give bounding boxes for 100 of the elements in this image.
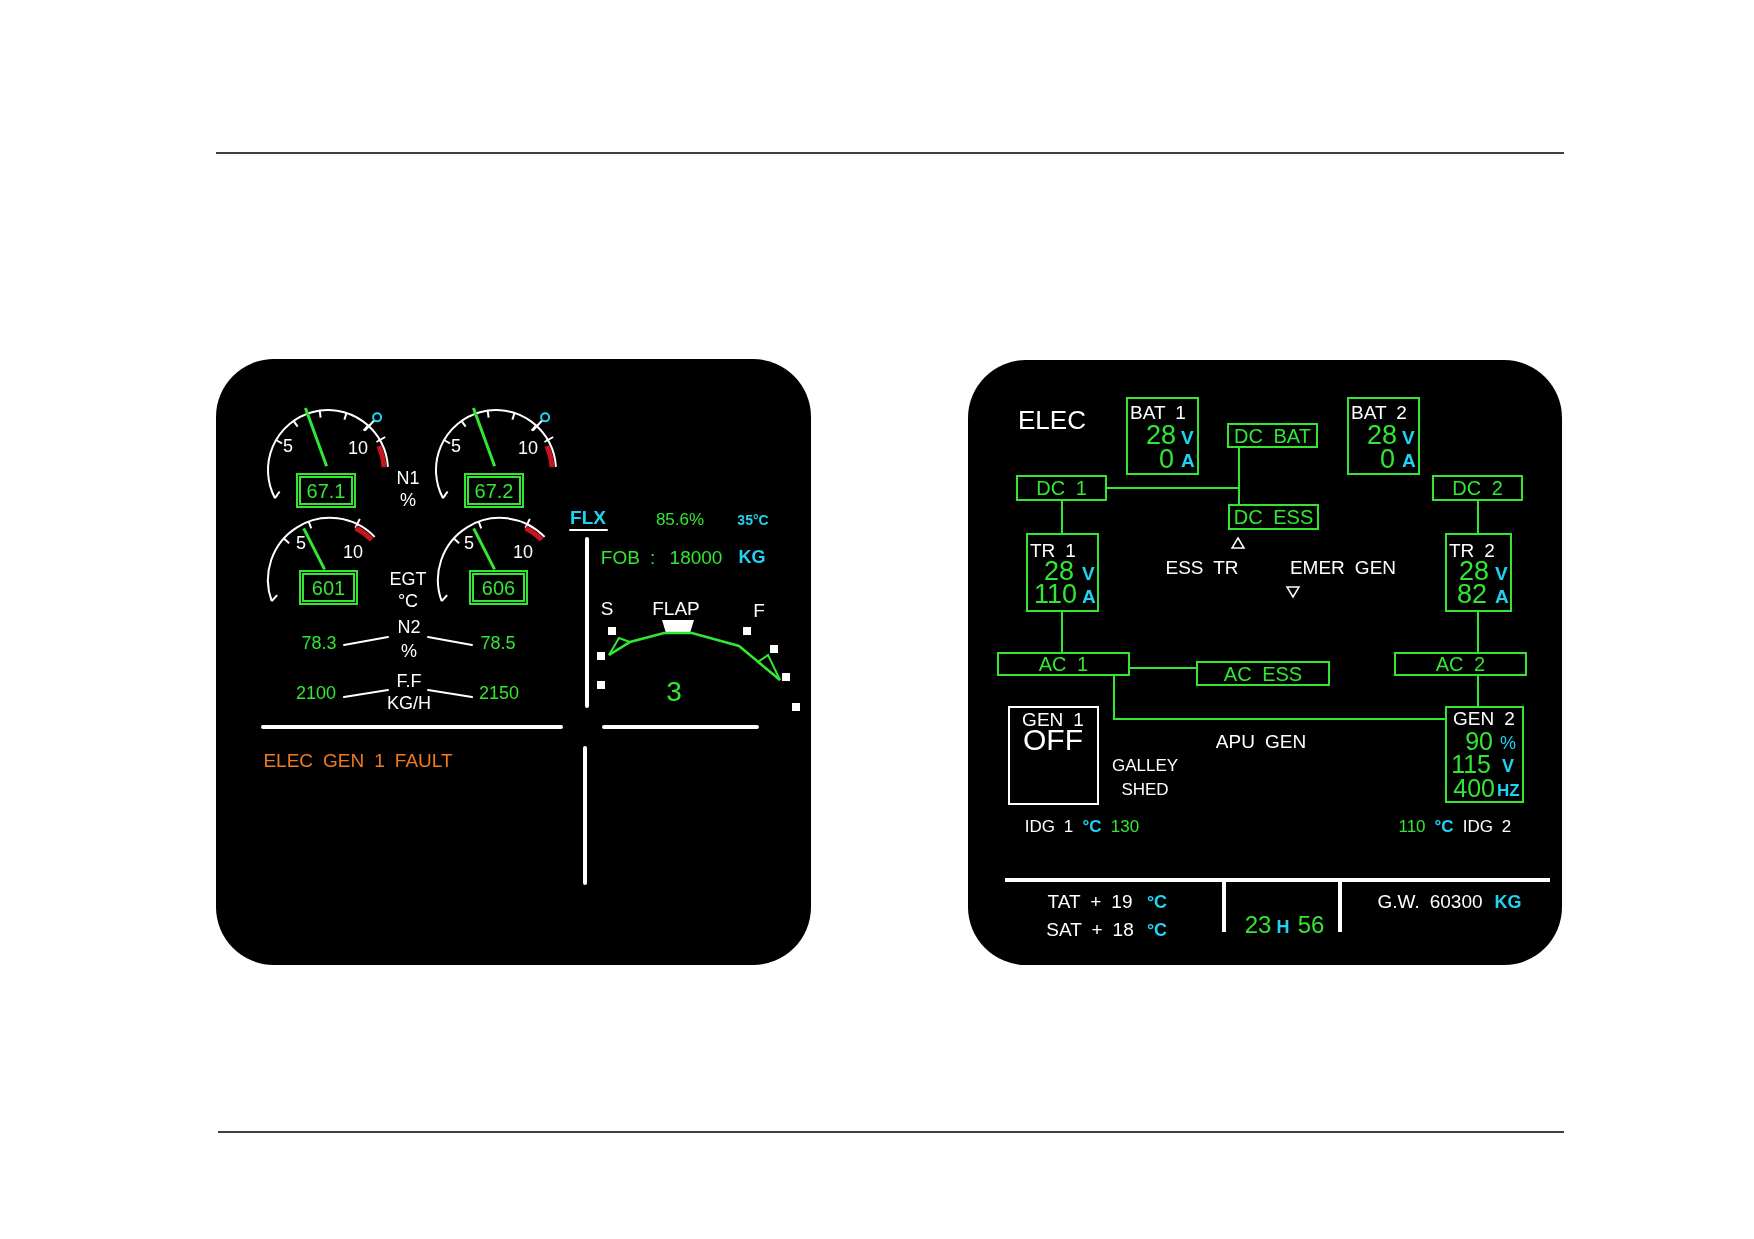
unit-label: °C (397, 592, 419, 610)
bus-line (1061, 611, 1063, 653)
weight-readout: G.W. 60300 (1377, 891, 1483, 911)
bus-label: DC 1 (1036, 478, 1087, 498)
unit-label: KG/H (387, 694, 431, 712)
unit-label: V (1082, 563, 1095, 583)
value-readout: 115 (1451, 751, 1491, 777)
unit-label: V (1502, 757, 1514, 775)
value-readout: 78.5 (480, 634, 516, 652)
parameter-label: EGT (389, 570, 427, 588)
generator-box (1008, 706, 1099, 805)
value-readout-box (469, 570, 528, 605)
value-readout: 130 (1110, 817, 1140, 835)
parameter-label: N1 (396, 469, 420, 487)
component-label: ESS TR (1165, 557, 1239, 577)
bus-box (1227, 423, 1318, 448)
unit-label: A (1181, 450, 1195, 470)
scale-number: 5 (283, 437, 293, 455)
bus-label: AC 1 (1038, 654, 1089, 674)
bus-line (1113, 675, 1446, 720)
unit-label: V (1181, 427, 1194, 447)
bus-label: AC ESS (1223, 663, 1303, 684)
bus-box (1228, 504, 1319, 530)
bus-line (1477, 500, 1479, 534)
bus-box (1432, 475, 1523, 501)
unit-label: % (401, 642, 417, 660)
bus-line (1129, 667, 1197, 669)
unit-label: V (1495, 563, 1508, 583)
value-readout: 67.2 (474, 480, 514, 501)
display-panel (968, 360, 1562, 965)
scale-number: 10 (343, 543, 363, 561)
unit-label: A (1402, 450, 1416, 470)
unit-label: % (1500, 734, 1516, 752)
bus-box (1196, 661, 1330, 686)
unit-label: A (1495, 586, 1509, 606)
source-name: BAT 1 (1130, 402, 1186, 422)
unit-label: KG (1494, 893, 1522, 911)
scale-number: 5 (464, 534, 474, 552)
unit-label: °C (1082, 817, 1102, 835)
bus-line (1106, 487, 1240, 505)
value-readout: 78.3 (301, 634, 337, 652)
unit-label: H (1276, 918, 1290, 936)
scale-label: S (600, 598, 614, 618)
component-label: EMER GEN (1289, 557, 1397, 577)
value-readout: 3 (666, 678, 682, 706)
scale-number: 5 (296, 534, 306, 552)
component-label: IDG 2 (1462, 817, 1512, 835)
mode-label: FLX (570, 507, 606, 527)
value-readout: 85.6% (655, 510, 705, 528)
bus-box (997, 652, 1130, 676)
unit-label: °C (1434, 817, 1454, 835)
bus-line (1477, 611, 1479, 653)
value-readout: 67.1 (306, 480, 346, 501)
parameter-label: FOB : (600, 547, 656, 567)
source-name: TR 2 (1449, 540, 1495, 560)
component-label: IDG 1 (1024, 817, 1074, 835)
value-readout: 2100 (296, 684, 336, 702)
bus-label: DC 2 (1452, 478, 1503, 498)
unit-label: A (1082, 586, 1096, 606)
unit-label: °C (1146, 893, 1168, 911)
value-readout: 601 (311, 577, 346, 598)
scale-number: 10 (518, 439, 538, 457)
parameter-label: N2 (397, 618, 421, 636)
value-readout-box (464, 473, 524, 508)
panel-title: ELEC (1018, 407, 1086, 433)
bus-label: DC ESS (1233, 507, 1314, 527)
value-readout: 35°C (737, 513, 769, 527)
value-readout: 110 (1398, 817, 1426, 835)
source-box (1347, 397, 1420, 475)
bus-box (1016, 475, 1107, 501)
bus-line (1477, 675, 1479, 707)
unit-label: HZ (1497, 781, 1520, 799)
scale-number: 10 (513, 543, 533, 561)
source-name: GEN 2 (1453, 708, 1515, 728)
warning-message: ELEC GEN 1 FAULT (263, 750, 453, 770)
scale-number: 5 (451, 437, 461, 455)
value-readout: 18000 (669, 547, 723, 567)
status-label: GALLEY (1111, 756, 1179, 774)
component-label: APU GEN (1215, 731, 1307, 751)
source-name: TR 1 (1030, 540, 1076, 560)
parameter-label: FLAP (652, 598, 700, 618)
bus-line (1061, 500, 1063, 534)
temperature-readout: SAT + 18 (1046, 919, 1134, 939)
bus-box (1394, 652, 1527, 676)
unit-label: °C (1146, 921, 1168, 939)
source-box (1026, 533, 1099, 612)
value-readout-box (299, 570, 358, 605)
scale-label: F (753, 600, 765, 620)
source-box (1445, 706, 1524, 803)
display-panel (216, 359, 811, 965)
bus-label: DC BAT (1234, 425, 1311, 446)
time-readout: 56 (1297, 913, 1325, 937)
value-readout: 606 (481, 577, 516, 598)
value-readout: 90 (1465, 728, 1493, 754)
parameter-label: F.F (396, 672, 422, 690)
value-readout: 400 (1453, 775, 1495, 801)
unit-label: KG (738, 548, 766, 566)
temperature-readout: TAT + 19 (1047, 891, 1133, 911)
value-readout: 2150 (479, 684, 519, 702)
scale-number: 10 (348, 439, 368, 457)
